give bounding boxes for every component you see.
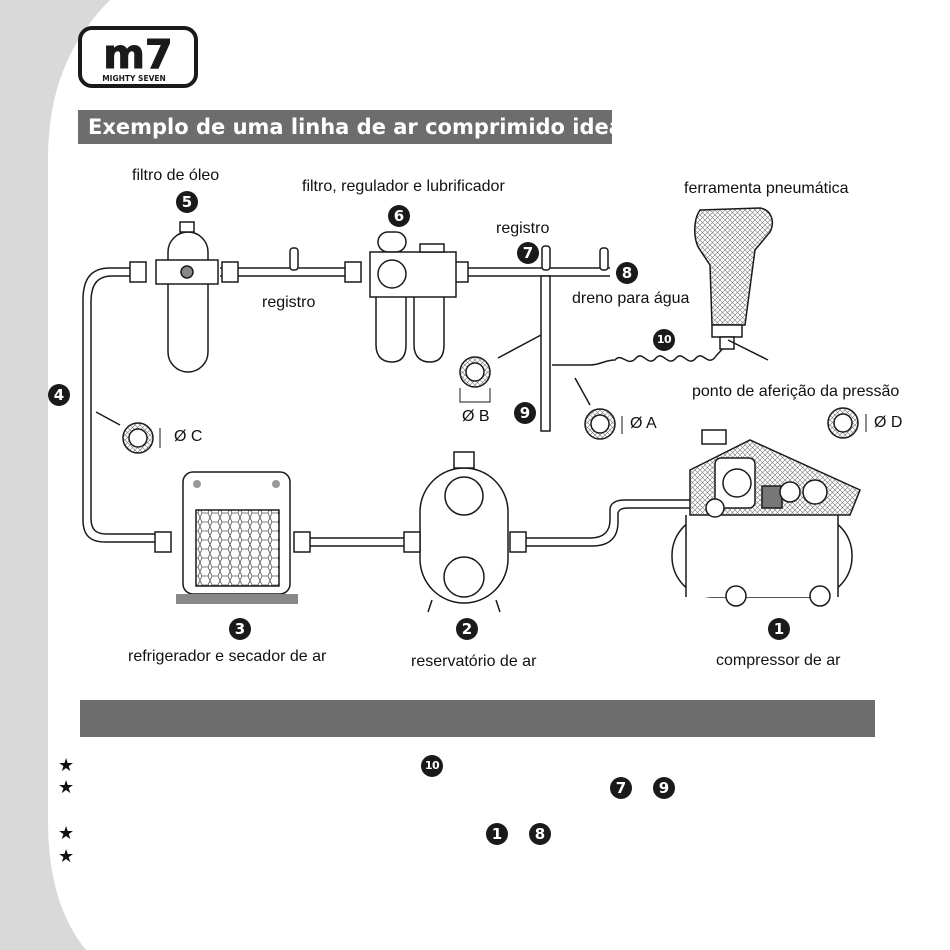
tip-row: ★ 7 9: [58, 777, 898, 799]
tip-row: ★: [58, 846, 898, 868]
svg-text:MIGHTY SEVEN: MIGHTY SEVEN: [102, 74, 166, 83]
component-number-8: 8: [616, 262, 638, 284]
diameter-d-label: Ø D: [874, 414, 903, 431]
water-drain-label: dreno para água: [572, 290, 690, 307]
component-number-5: 5: [176, 191, 198, 213]
notes-header-bar: [80, 700, 875, 737]
valve-label: registro: [496, 220, 550, 237]
component-number-9: 9: [514, 402, 536, 424]
receiver-label: reservatório de ar: [411, 653, 537, 670]
air-line-diagram: [82, 207, 867, 613]
compressor-label: compressor de ar: [716, 652, 841, 669]
diameter-b-label: Ø B: [462, 408, 490, 425]
svg-text:m7: m7: [103, 32, 173, 78]
tip-ref-number: 7: [610, 777, 632, 799]
component-number-6: 6: [388, 205, 410, 227]
pressure-point-label: ponto de aferição da pressão: [692, 383, 900, 400]
tip-ref-number: 9: [653, 777, 675, 799]
frl-label: filtro, regulador e lubrificador: [302, 178, 505, 195]
star-icon: ★: [58, 823, 75, 843]
pneumatic-tool-label: ferramenta pneumática: [684, 180, 849, 197]
tip-row: ★ 10: [58, 755, 898, 777]
star-icon: ★: [58, 846, 75, 866]
component-number-3: 3: [229, 618, 251, 640]
component-number-2: 2: [456, 618, 478, 640]
star-icon: ★: [58, 777, 75, 797]
section-title: Exemplo de uma linha de ar comprimido id…: [78, 110, 630, 144]
component-number-7: 7: [517, 242, 539, 264]
m7-logo: m7 MIGHTY SEVEN: [78, 26, 198, 88]
tip-ref-number: 1: [486, 823, 508, 845]
component-number-10: 10: [653, 329, 675, 351]
tip-row: ★ 1 8: [58, 823, 898, 845]
tip-ref-number: 10: [421, 755, 443, 777]
dryer-label: refrigerador e secador de ar: [128, 648, 327, 665]
valve-left-label: registro: [262, 294, 316, 311]
star-icon: ★: [58, 755, 75, 775]
oil-filter-label: filtro de óleo: [132, 167, 220, 184]
component-number-4: 4: [48, 384, 70, 406]
component-number-1: 1: [768, 618, 790, 640]
diameter-c-label: Ø C: [174, 428, 203, 445]
tip-ref-number: 8: [529, 823, 551, 845]
diameter-a-label: Ø A: [630, 415, 657, 432]
